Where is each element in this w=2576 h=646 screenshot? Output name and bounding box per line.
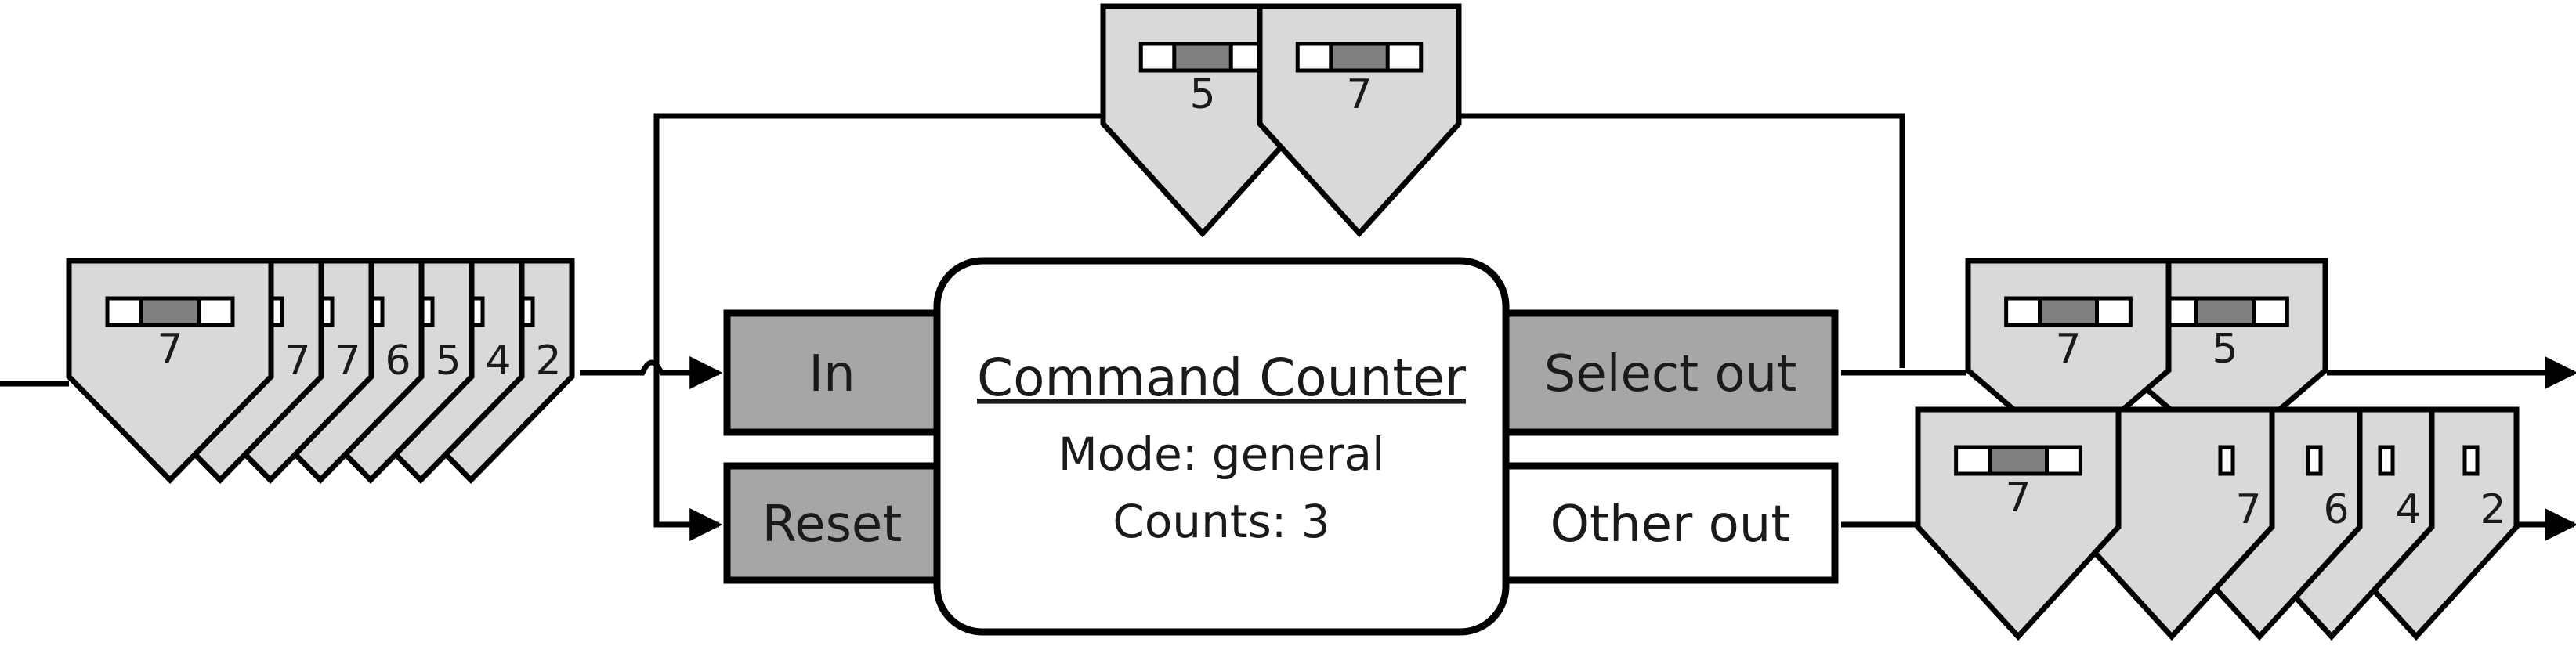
token-tag-bar — [1987, 445, 2050, 476]
counter-mode: Mode: general — [1058, 428, 1384, 481]
connection-wires — [0, 113, 2574, 541]
feedback-loop-wire — [653, 113, 1905, 541]
token-count-label: 5 — [1189, 71, 1215, 118]
token-tag-stub — [2218, 445, 2235, 476]
token-tag-stub — [2378, 445, 2395, 476]
token-count-label: 2 — [2480, 486, 2505, 533]
token-tag-bar — [2037, 296, 2100, 327]
token-tag-bar — [1172, 42, 1233, 73]
token-count-label: 7 — [2235, 486, 2261, 533]
token-count-label: 7 — [2005, 475, 2031, 521]
in-port[interactable]: In — [723, 309, 941, 436]
other-out-token-1: 7 — [1915, 406, 2122, 641]
input-token-1: 7 — [66, 258, 274, 485]
reset-port-label: Reset — [762, 496, 903, 554]
token-shape — [1915, 406, 2122, 641]
token-count-label: 4 — [485, 337, 511, 384]
token-count-label: 7 — [284, 337, 310, 384]
counter-title: Command Counter — [977, 348, 1467, 408]
other-out-port-label: Other out — [1550, 496, 1791, 554]
reset-port[interactable]: Reset — [723, 462, 941, 584]
token-count-label: 6 — [385, 337, 411, 384]
counter-counts: Counts: 3 — [1113, 495, 1330, 548]
token-shape — [1257, 3, 1462, 238]
select-out-port[interactable]: Select out — [1502, 309, 1839, 436]
token-tag-stub — [2462, 445, 2480, 476]
token-tag-bar — [2194, 296, 2256, 327]
in-port-label: In — [809, 345, 855, 403]
token-tag-bar — [139, 296, 201, 327]
token-count-label: 5 — [2212, 326, 2238, 373]
token-count-label: 7 — [335, 337, 360, 384]
token-count-label: 7 — [2055, 326, 2081, 373]
feedback-token-1: 5 — [1100, 3, 1305, 238]
token-count-label: 6 — [2323, 486, 2349, 533]
other-out-port[interactable]: Other out — [1502, 462, 1839, 584]
token-tag-stub — [2306, 445, 2323, 476]
other-out-token-queue: 2 46 7 7 — [1915, 406, 2520, 641]
token-count-label: 4 — [2395, 486, 2421, 533]
token-count-label: 7 — [157, 326, 183, 373]
feedback-token-2: 7 — [1257, 3, 1462, 238]
token-count-label: 2 — [535, 337, 561, 384]
command-counter-block: Command Counter Mode: general Counts: 3 — [933, 257, 1510, 636]
select-out-port-label: Select out — [1544, 345, 1797, 403]
token-tag-bar — [1329, 42, 1390, 73]
token-count-label: 5 — [435, 337, 461, 384]
token-count-label: 7 — [1346, 71, 1372, 118]
